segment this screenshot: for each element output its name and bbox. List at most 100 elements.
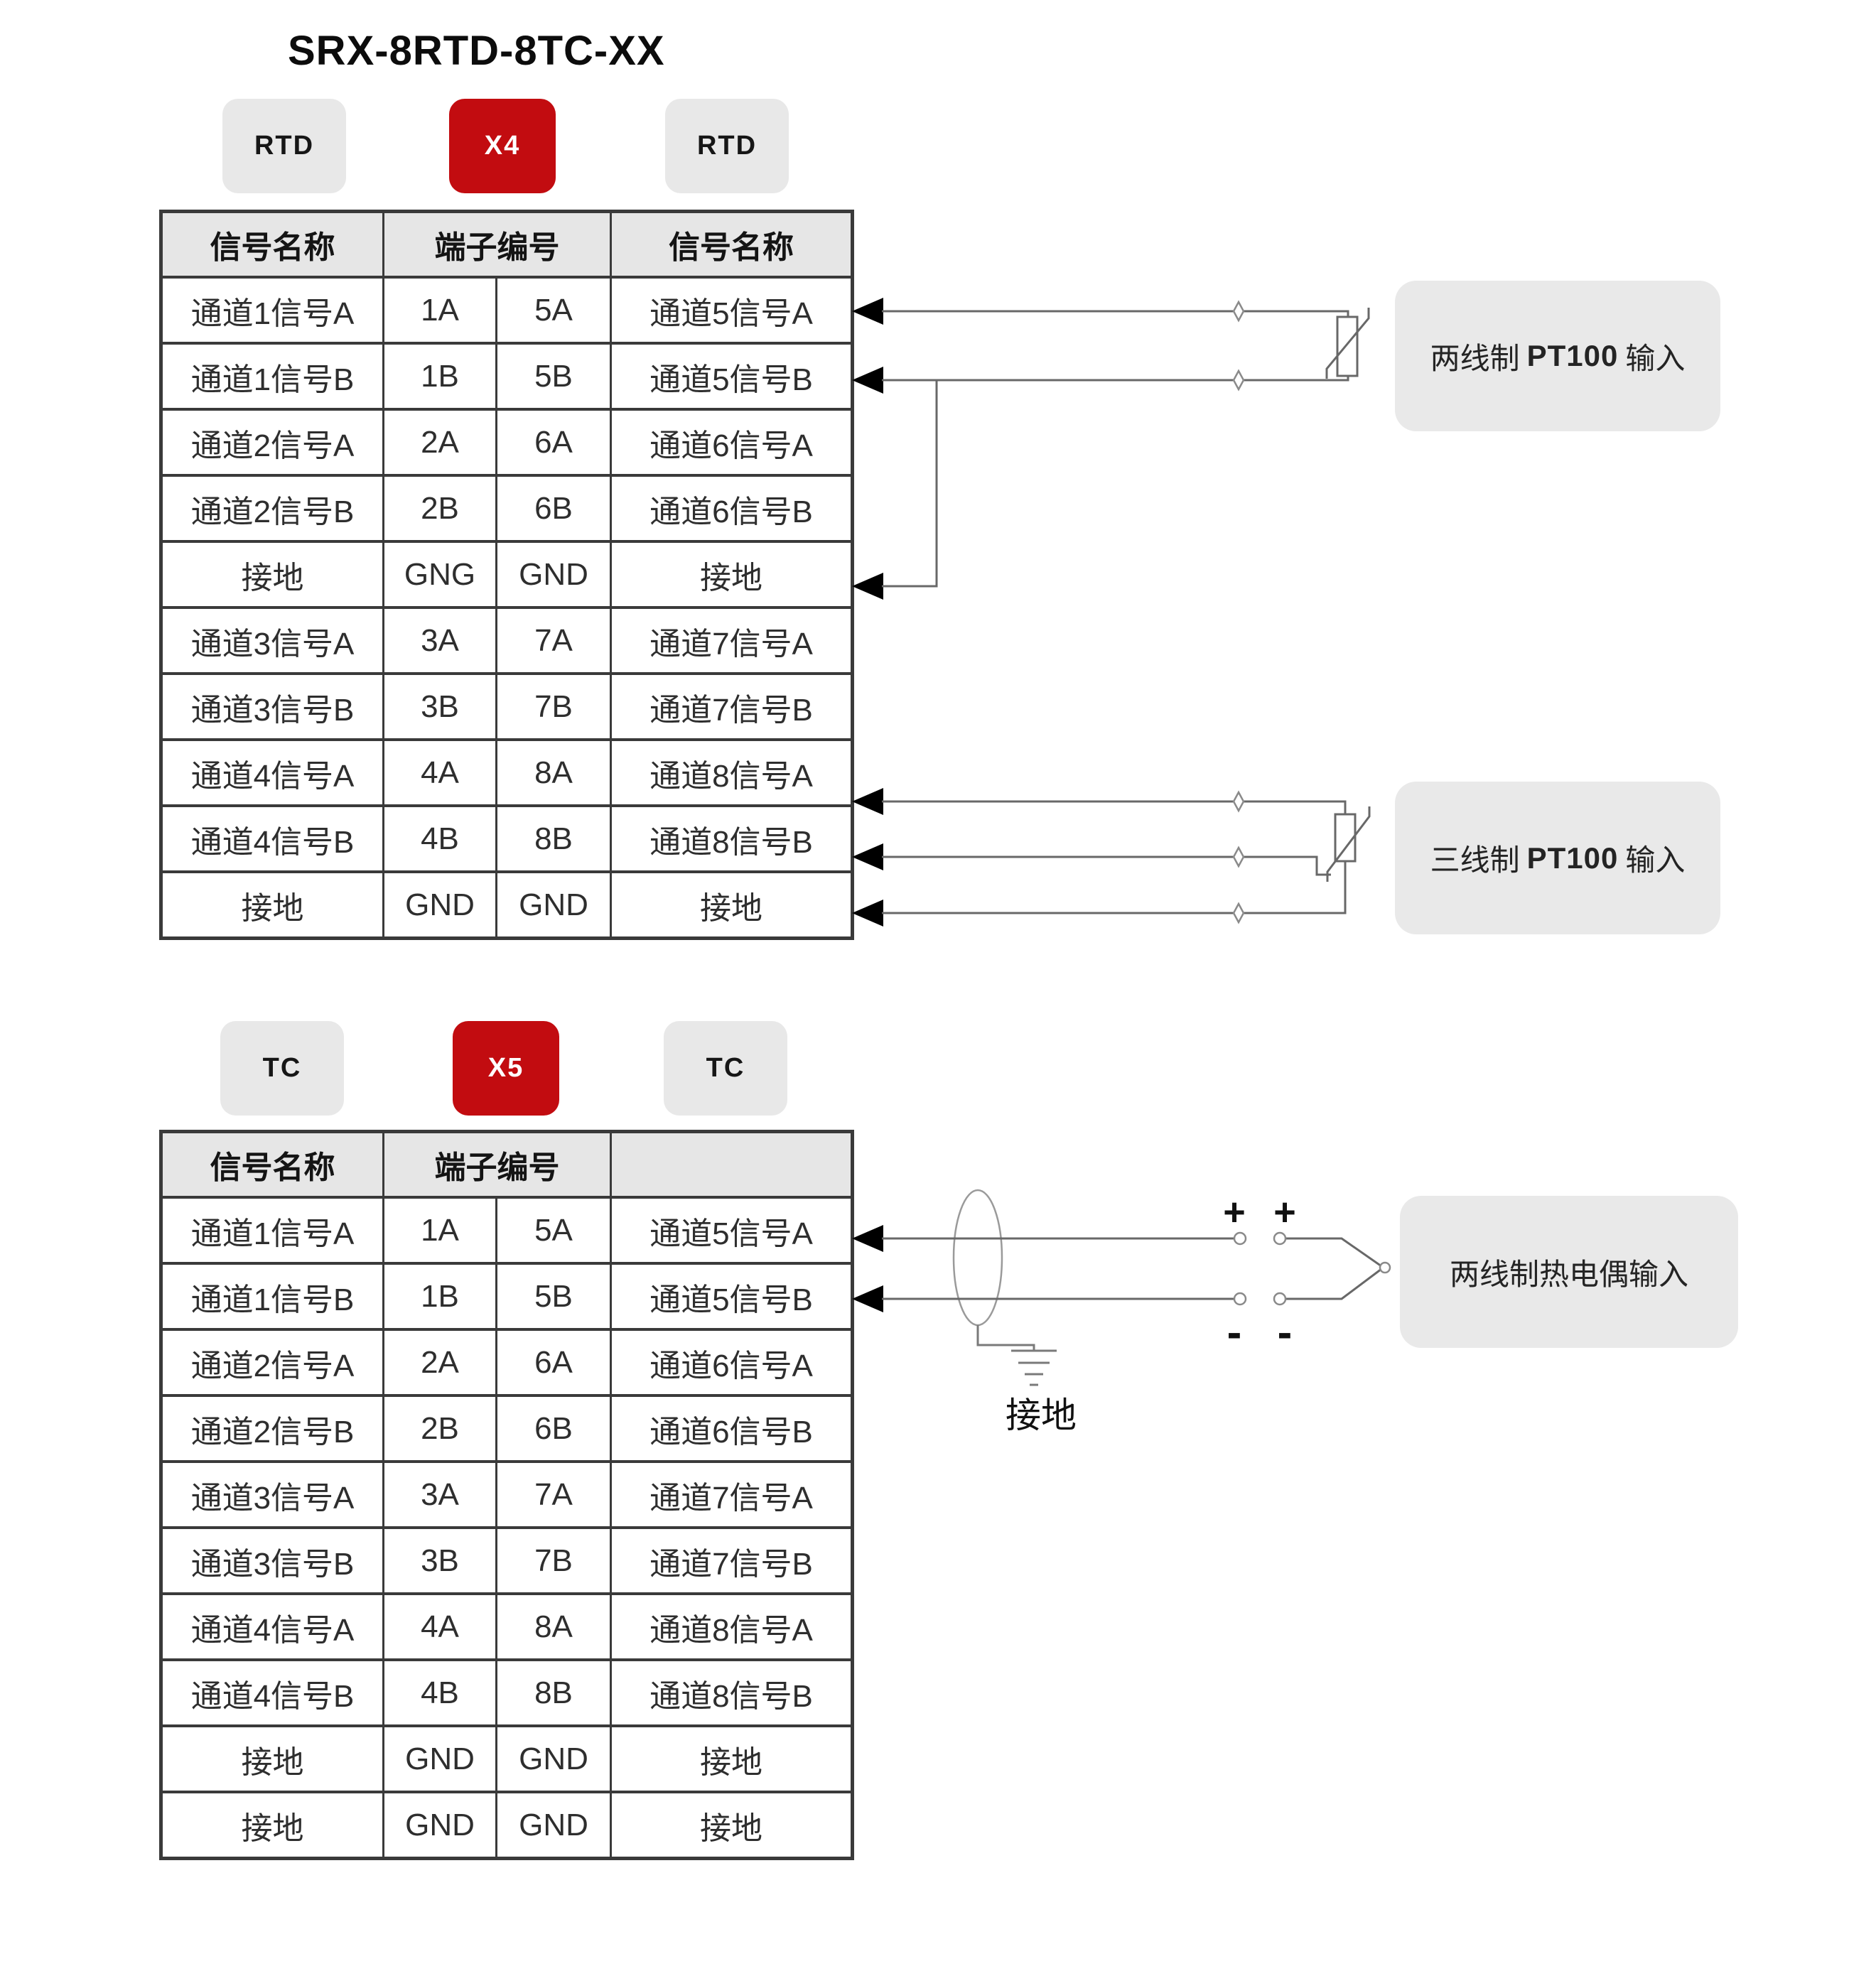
wire-arrow-icon bbox=[852, 1285, 883, 1312]
two-wire-pt100-diagram bbox=[852, 298, 1370, 600]
table-cell: 通道6信号B bbox=[610, 474, 853, 543]
table-cell: 2B bbox=[382, 1394, 497, 1463]
table-cell: 1A bbox=[382, 1196, 497, 1265]
table-cell: 通道4信号B bbox=[160, 804, 384, 873]
minus-symbol: - bbox=[1227, 1308, 1242, 1357]
table-cell: 接地 bbox=[610, 1791, 853, 1860]
wire-arrow-icon bbox=[852, 298, 883, 325]
table-cell: 接地 bbox=[610, 1724, 853, 1793]
table-cell: GNG bbox=[382, 540, 497, 609]
tc-left-chip: TC bbox=[220, 1021, 344, 1116]
table-cell: 4A bbox=[382, 1592, 497, 1661]
table-cell: 7A bbox=[495, 606, 612, 675]
wire-arrow-icon bbox=[852, 843, 883, 870]
table-cell: GND bbox=[382, 1724, 497, 1793]
x4-connector-chip: X4 bbox=[449, 99, 556, 193]
table-cell: 通道6信号A bbox=[610, 408, 853, 477]
table-cell: 7B bbox=[495, 672, 612, 741]
pt100-diagonal bbox=[1325, 308, 1370, 379]
table-cell: GND bbox=[495, 870, 612, 940]
table-cell: 通道6信号B bbox=[610, 1394, 853, 1463]
annotation-text: 两线制热电偶输入 bbox=[1449, 1257, 1688, 1291]
table-cell: 6B bbox=[495, 1394, 612, 1463]
ground-wire bbox=[882, 861, 1347, 914]
table-cell: 通道4信号A bbox=[160, 1592, 384, 1661]
table-cell: 4B bbox=[382, 804, 497, 873]
table-cell: 通道4信号A bbox=[160, 738, 384, 807]
table-cell: 接地 bbox=[160, 1791, 384, 1860]
chip-label: X5 bbox=[487, 1053, 524, 1083]
table-cell: 通道3信号A bbox=[160, 1460, 384, 1529]
header-signal-left: 信号名称 bbox=[160, 1130, 384, 1199]
table-cell: 通道3信号B bbox=[160, 1526, 384, 1595]
annotation-text: 三线制 bbox=[1430, 843, 1520, 877]
table-cell: 通道4信号B bbox=[160, 1658, 384, 1727]
table-cell: 7B bbox=[495, 1526, 612, 1595]
annotation-text: 输入 bbox=[1625, 843, 1686, 877]
table-cell: 通道7信号A bbox=[610, 1460, 853, 1529]
table-cell: 2A bbox=[382, 1328, 497, 1397]
positive-wire bbox=[1285, 1237, 1382, 1268]
header-terminal: 端子编号 bbox=[382, 1130, 612, 1199]
annotation-two-wire-pt100: 两线制 PT100 输入 bbox=[1395, 281, 1720, 431]
ground-label: 接地 bbox=[1006, 1395, 1077, 1436]
connector-diamond-icon bbox=[1232, 300, 1245, 323]
table-cell: GND bbox=[382, 1791, 497, 1860]
table-cell: 8B bbox=[495, 804, 612, 873]
signal-a-wire bbox=[882, 800, 1347, 814]
header-signal-right: 信号名称 bbox=[610, 210, 853, 279]
table-cell: 通道5信号B bbox=[610, 342, 853, 411]
table-cell: 接地 bbox=[610, 870, 853, 940]
table-cell: 3B bbox=[382, 1526, 497, 1595]
table-cell: 1B bbox=[382, 342, 497, 411]
rtd-left-chip: RTD bbox=[222, 99, 346, 193]
thermocouple-junction-icon bbox=[1379, 1261, 1391, 1274]
table-cell: 通道8信号A bbox=[610, 738, 853, 807]
table-cell: 3B bbox=[382, 672, 497, 741]
table-cell: 接地 bbox=[610, 540, 853, 609]
table-cell: 2B bbox=[382, 474, 497, 543]
wire-arrow-icon bbox=[852, 1225, 883, 1252]
annotation-bold: PT100 bbox=[1526, 841, 1619, 875]
table-cell: 通道7信号A bbox=[610, 606, 853, 675]
chip-label: X4 bbox=[484, 131, 521, 161]
table-cell: 通道1信号B bbox=[160, 342, 384, 411]
table-cell: 通道2信号B bbox=[160, 1394, 384, 1463]
table-cell: 8A bbox=[495, 1592, 612, 1661]
table-cell: 通道1信号A bbox=[160, 1196, 384, 1265]
header-signal-left: 信号名称 bbox=[160, 210, 384, 279]
table-cell: 5A bbox=[495, 1196, 612, 1265]
signal-a-wire bbox=[882, 310, 1349, 317]
negative-wire bbox=[1285, 1268, 1382, 1300]
table-cell: 3A bbox=[382, 606, 497, 675]
table-cell: 通道3信号B bbox=[160, 672, 384, 741]
table-cell: 通道8信号B bbox=[610, 804, 853, 873]
two-wire-thermocouple-diagram: + + - - bbox=[852, 1189, 1391, 1386]
table-cell: 6A bbox=[495, 408, 612, 477]
terminal-node-icon bbox=[1233, 1292, 1247, 1306]
table-cell: 通道8信号B bbox=[610, 1658, 853, 1727]
pt100-diagonal bbox=[1326, 806, 1371, 882]
cable-shield-icon bbox=[952, 1189, 1003, 1327]
header-signal-right bbox=[610, 1130, 853, 1199]
table-header-row: 信号名称 端子编号 bbox=[160, 1130, 853, 1199]
rtd-right-chip: RTD bbox=[665, 99, 789, 193]
page-title: SRX-8RTD-8TC-XX bbox=[288, 28, 665, 74]
table-cell: 1B bbox=[382, 1262, 497, 1331]
table-cell: GND bbox=[495, 1724, 612, 1793]
